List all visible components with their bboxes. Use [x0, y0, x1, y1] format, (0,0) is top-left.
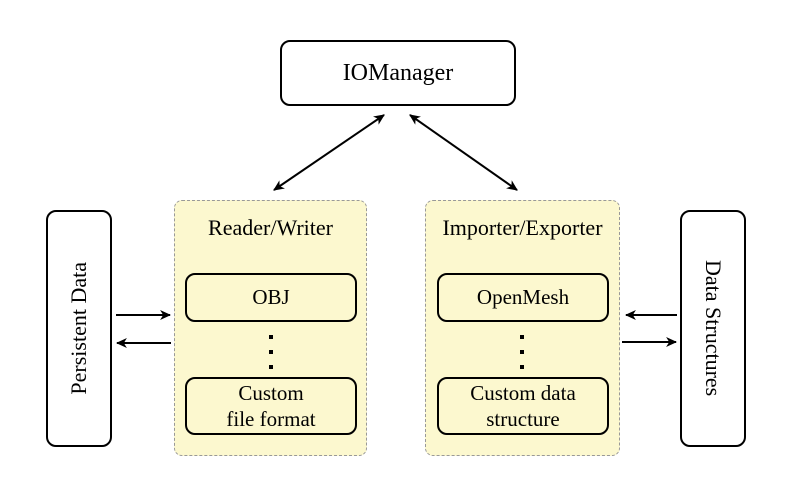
- openmesh-label: OpenMesh: [476, 285, 570, 310]
- custom-data-structure-label: Custom data structure: [470, 380, 576, 431]
- persistent-data-label: Persistent Data: [66, 262, 91, 395]
- obj-label: OBJ: [252, 285, 290, 310]
- data-structures-box: Data Structures: [680, 210, 746, 447]
- ellipsis-dot: [269, 350, 273, 354]
- arrow-iomanager-readerwriter: [273, 114, 385, 191]
- ellipsis-dot: [520, 350, 524, 354]
- ellipsis-dot: [520, 335, 524, 339]
- vertical-ellipsis-right: [520, 335, 524, 369]
- custom-file-format-label: Custom file format: [226, 380, 316, 431]
- reader-writer-title: Reader/Writer: [208, 215, 333, 240]
- ellipsis-dot: [520, 365, 524, 369]
- openmesh-box: OpenMesh: [437, 273, 609, 322]
- iomanager-box: IOManager: [280, 40, 516, 106]
- data-structures-label: Data Structures: [701, 260, 726, 397]
- arrow-iomanager-importerexporter: [409, 114, 518, 191]
- vertical-ellipsis-left: [269, 335, 273, 369]
- ellipsis-dot: [269, 335, 273, 339]
- iomanager-label: IOManager: [342, 59, 454, 86]
- importer-exporter-title: Importer/Exporter: [442, 215, 603, 240]
- persistent-data-box: Persistent Data: [46, 210, 112, 447]
- importer-exporter-group: Importer/Exporter: [425, 200, 620, 456]
- ellipsis-dot: [269, 365, 273, 369]
- custom-file-format-box: Custom file format: [185, 377, 357, 435]
- custom-data-structure-box: Custom data structure: [437, 377, 609, 435]
- reader-writer-group: Reader/Writer: [174, 200, 367, 456]
- obj-box: OBJ: [185, 273, 357, 322]
